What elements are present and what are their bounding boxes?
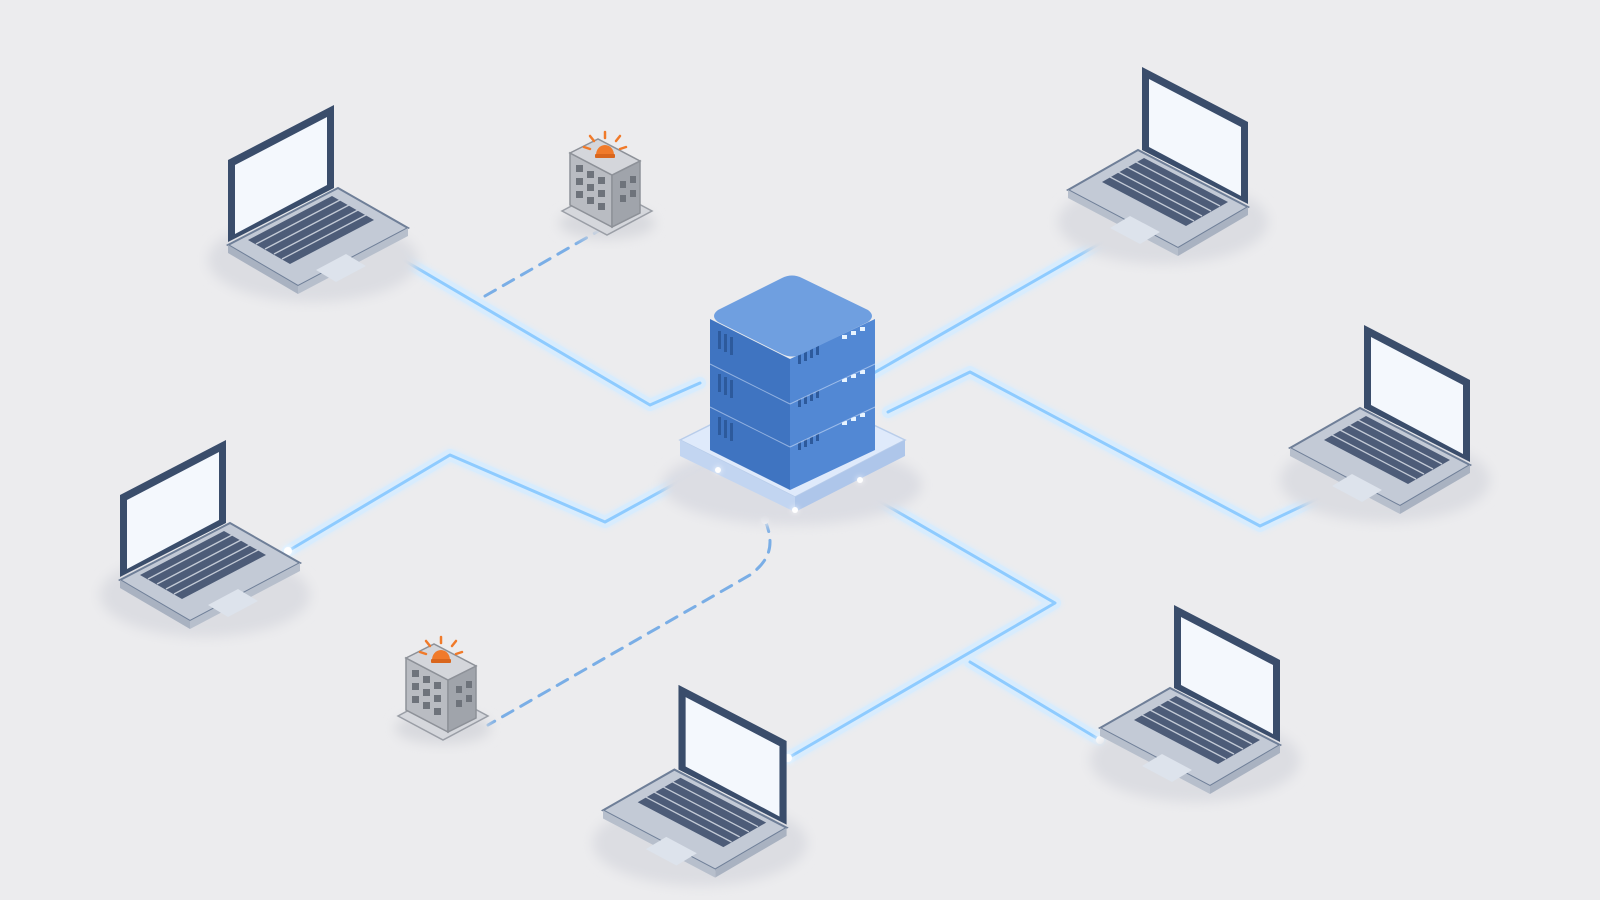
link-bottom-right: [968, 660, 1102, 742]
laptop-top-left: [208, 105, 418, 302]
dashed-link-top-alert: [483, 228, 602, 298]
link-top-left: [381, 246, 702, 407]
laptop-middle-right: [1280, 325, 1490, 522]
laptop-bottom-center: [593, 685, 807, 886]
server-unit-top: [710, 275, 875, 404]
laptop-top-right: [1058, 67, 1268, 264]
link-middle-right: [886, 370, 1340, 528]
laptop-bottom-right: [1090, 605, 1300, 802]
building-alarm-icon-bottom: [395, 637, 491, 744]
building-alarm-icon-top: [559, 132, 655, 239]
dashed-link-bottom-alert: [486, 518, 772, 727]
link-top-right: [863, 231, 1120, 380]
server-stack-icon: [662, 275, 922, 525]
network-links: [282, 227, 1344, 764]
link-middle-left: [286, 453, 720, 553]
laptop-middle-left: [100, 440, 310, 637]
link-bottom-center: [786, 488, 1057, 760]
